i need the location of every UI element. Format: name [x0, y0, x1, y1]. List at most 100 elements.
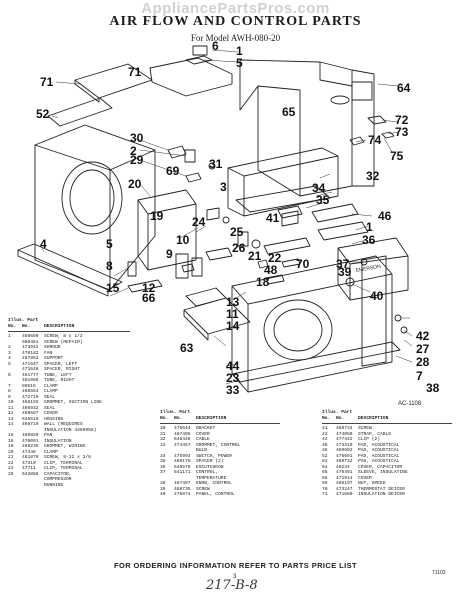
part-number: 89615: [22, 383, 36, 389]
part-control-panel: [337, 237, 409, 301]
callout-46: 46: [378, 209, 392, 223]
callout-26: 26: [232, 241, 246, 255]
part-illus-no: 38: [160, 481, 166, 486]
part-number: 475993: [174, 453, 191, 459]
callout-29: 29: [130, 153, 144, 167]
part-wall-65: [239, 59, 353, 197]
part-illus-no: 18: [8, 438, 14, 444]
part-illus-no: 63: [322, 459, 328, 464]
callout-74: 74: [368, 133, 382, 147]
part-number: 471647: [22, 361, 39, 367]
callout-20: 20: [128, 177, 142, 191]
part-description: INSULATION DEICER: [358, 492, 405, 497]
part-illus-no: 30: [160, 426, 166, 431]
part-illus-no: 69: [322, 481, 328, 486]
callout-64: 64: [397, 81, 411, 95]
part-description: BRACKET: [196, 426, 216, 431]
part-number: 473942: [22, 345, 39, 350]
part-description: COMPRESSOR: [44, 477, 72, 482]
part-number: 474050: [336, 431, 353, 437]
part-illus-no: 1: [8, 334, 11, 339]
callout-19: 19: [150, 209, 164, 223]
part-illus-no: 32: [160, 437, 166, 442]
part-illus-no: 22: [8, 460, 14, 466]
part-description: GROMMET, WIRING: [44, 444, 86, 449]
part-number: 643868: [22, 471, 39, 477]
callout-1b: 1: [366, 220, 373, 234]
callout-2: 2: [130, 144, 137, 158]
callout-69: 69: [166, 164, 180, 178]
header-part-no-3: No.: [336, 416, 345, 421]
part-description: SPACER (2): [196, 459, 224, 464]
part-illus-no: 35: [160, 459, 166, 464]
part-description: CLAMP: [44, 389, 58, 394]
part-number: 488680: [22, 334, 39, 339]
part-illus-no: 11: [8, 405, 14, 411]
document-reference: 71103: [432, 570, 446, 576]
part-description: CLIP, TERMINAL: [44, 460, 83, 466]
part-fan-opening: [61, 161, 123, 235]
part-description: SCREW (REPAIR): [44, 339, 83, 345]
part-description: CLIP, TERMINAL: [44, 466, 83, 471]
part-description: SPACER, LEFT: [44, 361, 78, 367]
header-illus-2: Illus. Part: [160, 410, 191, 415]
callout-42: 42: [416, 329, 430, 343]
part-description: INSULATION: [44, 438, 72, 444]
header-illus-no-3: No.: [322, 416, 331, 421]
handwritten-note: 217-B-8: [206, 578, 258, 593]
model-subtitle: For Model AWH-080-20: [190, 33, 281, 43]
part-description: SEAL: [44, 405, 56, 411]
callout-15: 15: [106, 281, 120, 295]
header-description-2: DESCRIPTION: [196, 416, 227, 421]
part-illus-no: 15: [8, 433, 14, 438]
part-description: HOUSING: [44, 416, 64, 422]
part-number: 466155: [22, 400, 39, 405]
part-illus-no: 71: [322, 492, 328, 497]
part-number: 477442: [336, 437, 353, 442]
part-description: SCREW, 8 x 1/2: [44, 334, 83, 339]
part-description: SHROUD: [44, 345, 61, 350]
part-description: SUPPORT: [44, 356, 64, 361]
part-illus-no: 9: [8, 394, 11, 400]
part-number: 461777: [22, 372, 39, 378]
header-part-no-2: No.: [174, 416, 183, 421]
diagram-code: AC-1108: [398, 401, 422, 407]
callout-34: 34: [312, 181, 326, 195]
callout-70: 70: [296, 257, 310, 271]
part-number: 467405: [174, 431, 191, 437]
callout-25: 25: [230, 225, 244, 239]
part-number: 470182: [22, 350, 39, 356]
part-description: CLAMP: [44, 449, 58, 455]
part-illus-no: 12: [8, 411, 14, 416]
part-illus-no: 48: [322, 448, 328, 453]
callout-1: 1: [236, 44, 243, 58]
part-number: 469175: [174, 459, 191, 464]
part-description: GROMMET, CONTROL: [196, 442, 241, 448]
part-illus-no: 7: [8, 383, 11, 389]
part-number: 476491: [336, 470, 353, 475]
callout-3: 3: [220, 180, 227, 194]
part-description: CONTROL,: [196, 470, 219, 475]
callout-10: 10: [176, 233, 190, 247]
parts-table-row: INSULATION 4469958): [8, 428, 130, 434]
part-number: 646448: [174, 437, 191, 442]
callout-4: 4: [40, 237, 47, 251]
